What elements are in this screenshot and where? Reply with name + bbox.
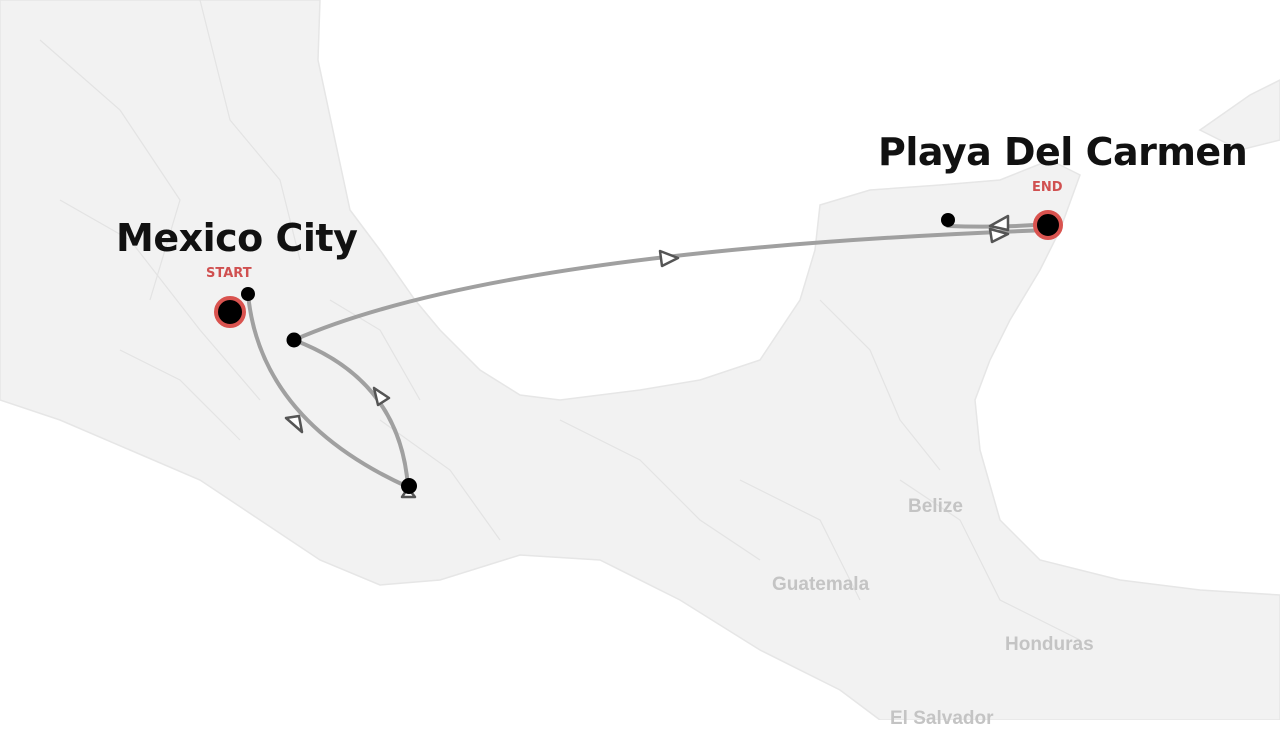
stop-marker[interactable] <box>241 287 255 301</box>
arrow-icon <box>372 386 391 407</box>
markers <box>214 210 1063 494</box>
route-arrows <box>284 214 1010 499</box>
end-label: END <box>1032 180 1063 195</box>
arrow-icon <box>988 227 1010 244</box>
country-label-el-salvador: El Salvador <box>890 708 994 729</box>
cuba <box>1198 79 1280 151</box>
border-lines <box>39 0 1081 641</box>
stop-marker[interactable] <box>941 213 955 227</box>
country-label-guatemala: Guatemala <box>772 574 870 595</box>
arrow-icon <box>988 214 1010 232</box>
country-label-honduras: Honduras <box>1005 634 1094 655</box>
stop-marker[interactable] <box>401 478 417 494</box>
stop-marker[interactable] <box>286 332 302 348</box>
route-leg-3 <box>292 228 1050 342</box>
start-label: START <box>206 266 252 281</box>
country-label-belize: Belize <box>908 496 963 517</box>
route-leg-1 <box>246 292 410 489</box>
arrow-icon <box>658 249 680 268</box>
end-marker[interactable] <box>1033 210 1063 240</box>
city-label-mexico-city: Mexico City <box>116 216 358 260</box>
city-label-playa-del-carmen: Playa Del Carmen <box>878 130 1248 174</box>
arrow-icon <box>284 414 304 434</box>
start-marker[interactable] <box>214 296 246 328</box>
